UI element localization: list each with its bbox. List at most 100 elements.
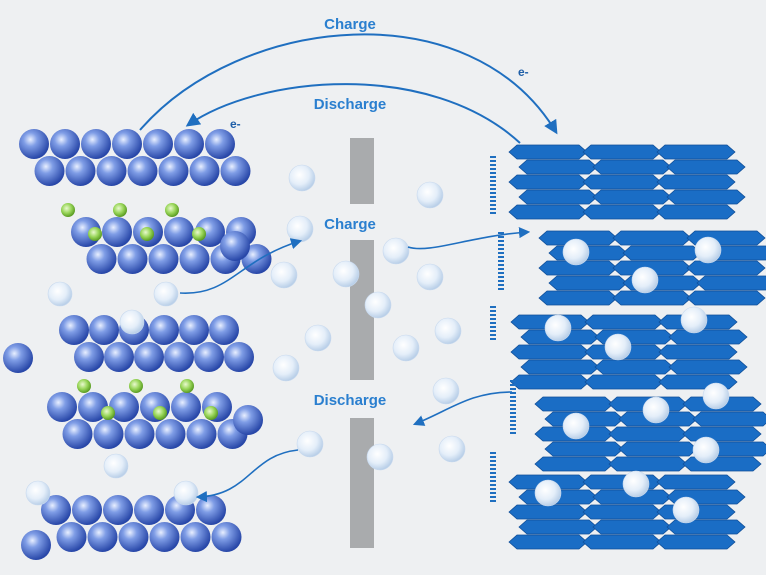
cathode-atom xyxy=(233,405,263,435)
cathode-atom xyxy=(47,392,77,422)
cathode-atom xyxy=(112,129,142,159)
cathode-atom xyxy=(149,315,179,345)
cathode-atom xyxy=(62,419,93,449)
lithium-ion xyxy=(642,396,670,424)
interface-dot xyxy=(490,500,496,502)
cathode-atom xyxy=(134,495,164,525)
interface-dot xyxy=(490,160,496,162)
cathode-atom xyxy=(171,392,201,422)
cathode-atom xyxy=(41,495,71,525)
cathode-atom xyxy=(179,244,210,274)
cathode-atom xyxy=(89,315,119,345)
discharge-electron-arrow xyxy=(185,83,521,144)
dopant-atom xyxy=(77,379,91,393)
graphite-plate xyxy=(508,504,588,520)
lithium-ion xyxy=(103,453,129,479)
interface-dot xyxy=(510,400,516,402)
dopant-atom xyxy=(140,227,154,241)
interface-dot xyxy=(490,484,496,486)
cathode-atom xyxy=(72,495,102,525)
lithium-ion xyxy=(672,496,700,524)
graphite-plate xyxy=(656,534,736,550)
interface-dot xyxy=(490,188,496,190)
lithium-ion xyxy=(304,324,332,352)
interface-dot xyxy=(510,380,516,382)
dopant-atom xyxy=(192,227,206,241)
graphite-plate xyxy=(682,426,762,442)
cathode-atom xyxy=(196,495,226,525)
cathode-atom xyxy=(189,156,220,186)
interface-dot xyxy=(498,260,504,262)
interface-dot xyxy=(490,468,496,470)
charge-label-mid: Charge xyxy=(324,216,376,233)
cathode-atom xyxy=(102,217,132,247)
cathode-atom xyxy=(209,315,239,345)
lithium-ion xyxy=(392,334,420,362)
graphite-plate xyxy=(508,534,588,550)
graphite-plate xyxy=(608,456,688,472)
graphite-anode xyxy=(490,144,766,550)
electron-label-right: e- xyxy=(518,65,529,79)
interface-dot xyxy=(498,288,504,290)
graphite-plate xyxy=(668,329,748,345)
interface-dot xyxy=(510,408,516,410)
interface-dot xyxy=(510,428,516,430)
cathode-atom xyxy=(180,522,211,552)
cathode-atom xyxy=(96,156,127,186)
interface-dot xyxy=(490,200,496,202)
interface-dot xyxy=(510,420,516,422)
cathode-atom xyxy=(211,522,242,552)
lithium-ion xyxy=(25,480,51,506)
cathode-atom xyxy=(109,392,139,422)
dopant-atom xyxy=(113,203,127,217)
interface-dot xyxy=(510,396,516,398)
interface-dot xyxy=(510,412,516,414)
dopant-atom xyxy=(180,379,194,393)
graphite-plate xyxy=(518,159,598,175)
interface-dot xyxy=(490,330,496,332)
interface-dot xyxy=(490,180,496,182)
cathode-atom xyxy=(186,419,217,449)
cathode-atom xyxy=(118,522,149,552)
cathode-atom xyxy=(179,315,209,345)
interface-dot xyxy=(510,424,516,426)
lithium-ion xyxy=(562,238,590,266)
cathode-atom xyxy=(65,156,96,186)
graphite-plate xyxy=(612,230,692,246)
lithium-ion xyxy=(270,261,298,289)
interface-dot xyxy=(490,184,496,186)
cathode-atom xyxy=(174,129,204,159)
graphite-plate xyxy=(668,359,748,375)
interface-dot xyxy=(510,416,516,418)
interface-dot xyxy=(490,452,496,454)
cathode-atom xyxy=(155,419,186,449)
discharge-label-mid: Discharge xyxy=(314,392,387,409)
ion-arrows xyxy=(179,227,531,503)
interface-dot xyxy=(510,384,516,386)
interface-dot xyxy=(490,212,496,214)
interface-dot xyxy=(498,276,504,278)
lithium-ion xyxy=(272,354,300,382)
interface-dot xyxy=(490,492,496,494)
graphite-plate xyxy=(692,411,766,427)
separator-segment xyxy=(350,138,374,204)
cathode-atom xyxy=(56,522,87,552)
separator-membrane xyxy=(350,138,374,548)
graphite-plate xyxy=(592,519,672,535)
graphite-plate xyxy=(518,189,598,205)
cathode-atom xyxy=(224,342,254,372)
graphite-plate xyxy=(508,144,588,160)
graphite-plate xyxy=(518,519,598,535)
interface-dot xyxy=(510,392,516,394)
interface-dot xyxy=(498,240,504,242)
graphite-plate xyxy=(508,204,588,220)
discharge-label-top: Discharge xyxy=(314,96,387,113)
graphite-plate xyxy=(582,534,662,550)
graphite-plate xyxy=(582,144,662,160)
cathode-atom xyxy=(164,342,194,372)
interface-dot xyxy=(490,314,496,316)
graphite-plate xyxy=(584,314,664,330)
cathode-atom xyxy=(34,156,65,186)
graphite-plate xyxy=(592,189,672,205)
graphite-plate xyxy=(618,441,698,457)
